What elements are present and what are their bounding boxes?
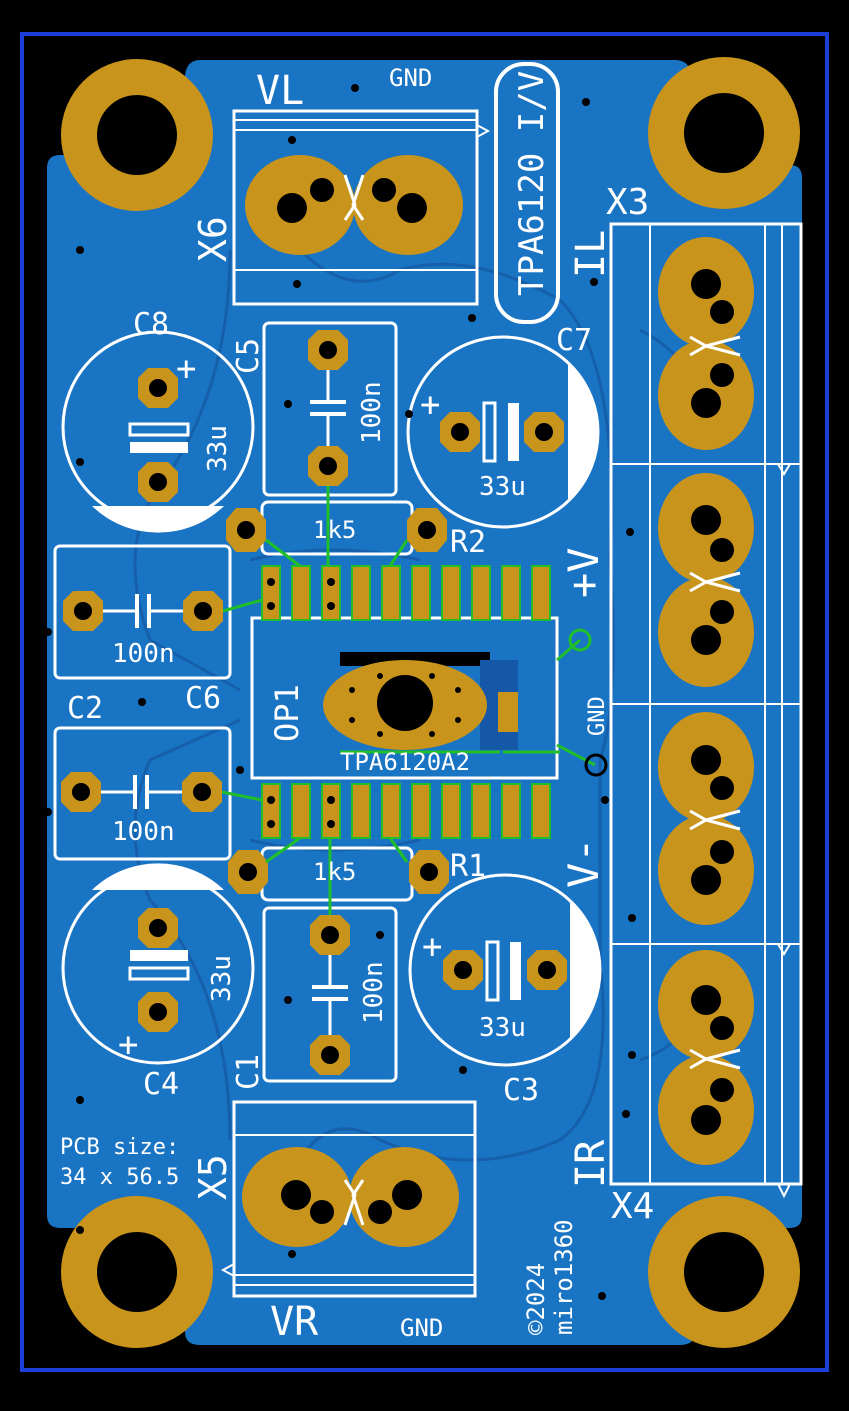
label-x3: X3 [606, 182, 649, 223]
label-c8: C8 [133, 307, 169, 342]
label-il: IL [568, 230, 614, 278]
label-1k5-r2: 1k5 [313, 516, 356, 544]
capacitor-c3 [408, 873, 602, 1067]
label-c7: C7 [556, 323, 592, 358]
label-pcb-size-1: PCB size: [60, 1135, 179, 1160]
label-33u-c3: 33u [479, 1013, 526, 1043]
label-r2: R2 [450, 525, 486, 560]
label-gnd-side: GND [585, 696, 610, 736]
label-author: miro1360 [550, 1219, 578, 1335]
mounting-hole-bottom-right [648, 1196, 800, 1348]
capacitor-c6 [53, 544, 232, 680]
label-v-plus: +V [559, 547, 608, 598]
terminal-x3-x4 [609, 222, 803, 1199]
test-points [568, 628, 608, 777]
label-plus-c3: + [422, 927, 442, 967]
label-v-minus: V- [559, 837, 608, 888]
label-c4: C4 [143, 1067, 179, 1102]
label-pcb-size-2: 34 x 56.5 [60, 1165, 179, 1190]
mounting-hole-top-left [61, 59, 213, 211]
label-1k5-r1: 1k5 [313, 858, 356, 886]
label-vl: VL [256, 68, 304, 114]
label-title: TPA6120 I/V [512, 71, 552, 296]
label-c6: C6 [185, 681, 221, 716]
label-100n-c6: 100n [112, 639, 175, 669]
title-box [494, 62, 560, 324]
capacitor-c2 [53, 726, 232, 861]
label-c3: C3 [503, 1073, 539, 1108]
label-ic-value: TPA6120A2 [340, 748, 470, 776]
label-plus-c8: + [176, 349, 196, 389]
label-100n-c1: 100n [359, 961, 389, 1024]
label-ir: IR [568, 1139, 614, 1188]
label-x5: X5 [191, 1154, 235, 1200]
label-x4: X4 [611, 1186, 654, 1227]
label-op1: OP1 [268, 684, 306, 742]
ic-op1 [250, 565, 559, 839]
label-gnd-bottom: GND [400, 1314, 443, 1342]
resistor-r1 [228, 846, 449, 902]
signal-traces [221, 486, 596, 915]
capacitor-c5 [262, 321, 398, 497]
label-33u-c7: 33u [479, 472, 526, 502]
label-33u-c4: 33u [207, 955, 237, 1002]
label-plus-c7: + [420, 385, 440, 425]
terminal-x6 [232, 109, 491, 306]
label-vr: VR [270, 1299, 319, 1345]
label-100n-c5: 100n [357, 381, 387, 444]
label-r1: R1 [450, 849, 486, 884]
capacitor-c4 [61, 863, 255, 1065]
label-copyright: ©2024 [522, 1263, 550, 1335]
terminal-x5 [220, 1100, 477, 1298]
label-33u-c8: 33u [203, 425, 233, 472]
vias [44, 84, 636, 1300]
mounting-hole-top-right [648, 57, 800, 209]
board-outline [20, 32, 829, 1372]
capacitor-c7 [406, 335, 600, 529]
mounting-hole-bottom-left [61, 1196, 213, 1348]
label-plus-c4: + [118, 1025, 138, 1065]
label-100n-c2: 100n [112, 817, 175, 847]
label-c2: C2 [67, 691, 103, 726]
label-x6: X6 [191, 216, 235, 262]
label-c1: C1 [231, 1054, 266, 1090]
label-c5: C5 [231, 338, 266, 374]
label-gnd-top: GND [389, 64, 432, 92]
capacitor-c8 [61, 330, 255, 533]
resistor-r2 [226, 500, 447, 556]
